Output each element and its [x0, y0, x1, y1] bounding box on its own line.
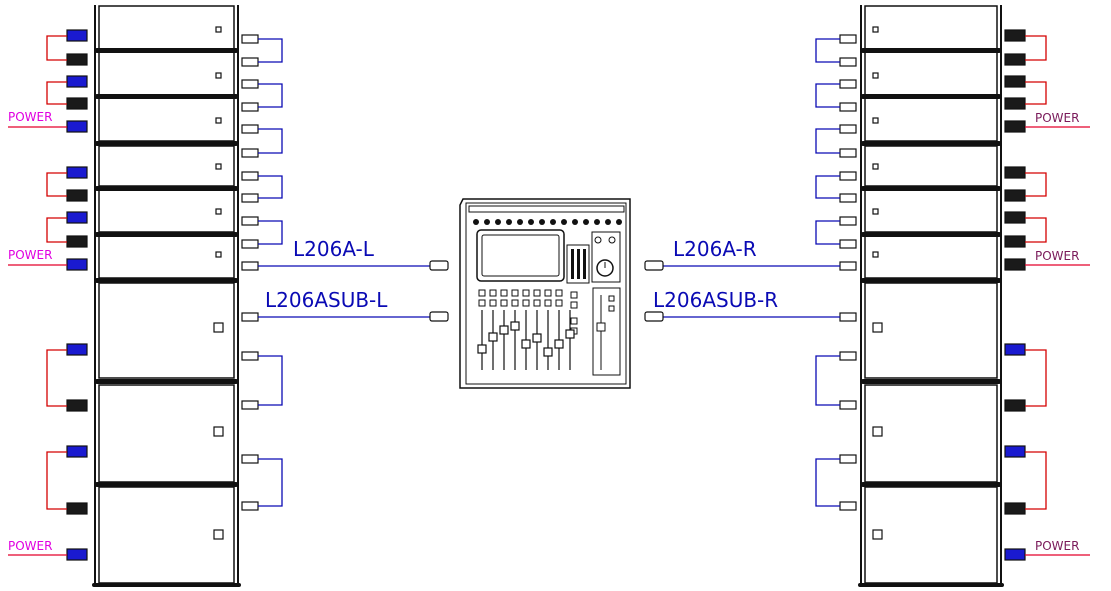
- left-top-cabinet-6: [98, 235, 235, 279]
- left-sub-cabinet-1: [98, 282, 235, 379]
- left-top-cabinet-4: [98, 145, 235, 187]
- right-top-cabinet-6: [864, 235, 998, 279]
- right-sub-cabinet-2: [864, 384, 998, 483]
- right-top-cabinet-3: [864, 97, 998, 142]
- label-l206a-l: L206A-L: [293, 237, 375, 261]
- left-top-cabinet-2: [98, 51, 235, 96]
- right-speaker-stack: [644, 5, 1090, 587]
- power-label-right-3: POWER: [1035, 539, 1079, 553]
- power-label-left-2: POWER: [8, 248, 52, 262]
- power-label-right-1: POWER: [1035, 111, 1079, 125]
- mixer-screen: [476, 229, 565, 282]
- right-top-cabinet-5: [864, 189, 998, 233]
- right-top-cabinet-1: [864, 5, 998, 50]
- left-top-cabinet-3: [98, 97, 235, 142]
- right-sub-cabinet-1: [864, 282, 998, 379]
- left-speaker-stack: [8, 5, 449, 587]
- right-top-cabinet-4: [864, 145, 998, 187]
- power-label-right-2: POWER: [1035, 249, 1079, 263]
- label-l206asub-r: L206ASUB-R: [653, 288, 778, 312]
- right-top-cabinet-2: [864, 51, 998, 96]
- right-sub-cabinet-3: [864, 486, 998, 584]
- label-l206a-r: L206A-R: [673, 237, 757, 261]
- left-top-cabinet-5: [98, 189, 235, 233]
- power-label-left-1: POWER: [8, 110, 52, 124]
- left-top-cabinet-1: [98, 5, 235, 50]
- power-label-left-3: POWER: [8, 539, 52, 553]
- label-l206asub-l: L206ASUB-L: [265, 288, 388, 312]
- digital-mixer: [459, 198, 631, 389]
